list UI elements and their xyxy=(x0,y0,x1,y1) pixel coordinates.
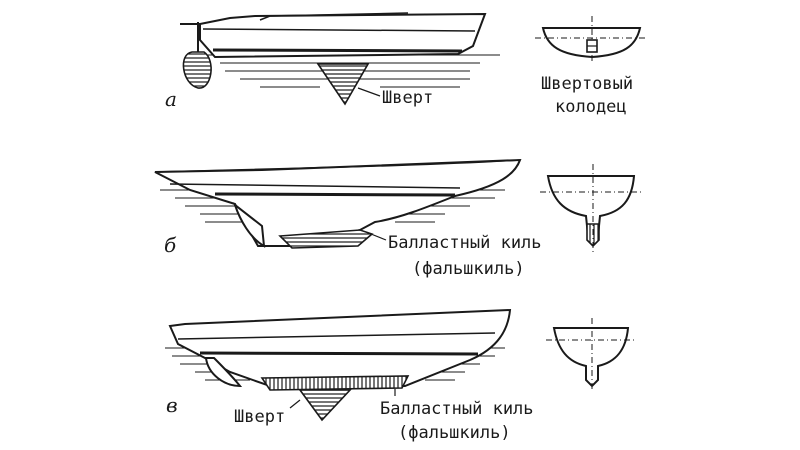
figure-b-sheer-line xyxy=(154,159,521,173)
figure-b: Балластный киль (фальшкиль) б xyxy=(154,158,642,279)
figure-v-section xyxy=(546,318,636,390)
figure-b-section xyxy=(540,164,642,252)
figure-v-ballast-keel xyxy=(260,375,410,391)
figure-v-ballast-label-line1: Балластный киль xyxy=(380,399,534,419)
figure-v-ballast-label-line2: (фальшкиль) xyxy=(398,423,511,443)
figure-a-section-label-line1: Швертовый xyxy=(541,74,633,94)
figure-b-ballast-keel xyxy=(278,229,374,249)
figure-b-ballast-label-line1: Балластный киль xyxy=(388,233,542,253)
figure-a-sheer-line xyxy=(202,28,476,32)
figure-a-rudder xyxy=(182,51,212,89)
figure-v-rudder xyxy=(204,357,243,388)
figure-b-waterline xyxy=(214,192,456,197)
figure-a-waterline xyxy=(212,48,463,53)
figure-a-hull xyxy=(199,12,487,59)
figure-v-letter: в xyxy=(166,393,178,417)
figure-a-centerboard-leader xyxy=(357,87,381,97)
figure-b-letter: б xyxy=(164,233,177,257)
figure-v-centerboard-label: Шверт xyxy=(234,407,285,427)
figure-b-deck-line xyxy=(169,183,461,189)
figure-a-section xyxy=(535,16,648,62)
figure-a-deck-coaming xyxy=(259,12,409,21)
figure-v-centerboard xyxy=(298,389,352,422)
figure-v: Шверт Балластный киль (фальшкиль) в xyxy=(165,308,636,443)
figure-a-centerboard-label: Шверт xyxy=(382,88,433,108)
figure-b-ballast-label-line2: (фальшкиль) xyxy=(412,259,525,279)
figure-a-letter: а xyxy=(165,87,177,111)
figure-a-centerboard xyxy=(316,63,370,106)
figure-b-ballast-leader xyxy=(365,231,387,241)
figure-v-centerboard-leader xyxy=(289,399,301,409)
figure-b-rudder xyxy=(233,202,266,248)
figure-a: Шверт а Швертовый колодец xyxy=(165,12,648,117)
figure-v-sheer-line xyxy=(177,332,496,340)
figure-a-section-label-line2: колодец xyxy=(555,97,627,117)
figure-v-waterline xyxy=(199,351,479,356)
